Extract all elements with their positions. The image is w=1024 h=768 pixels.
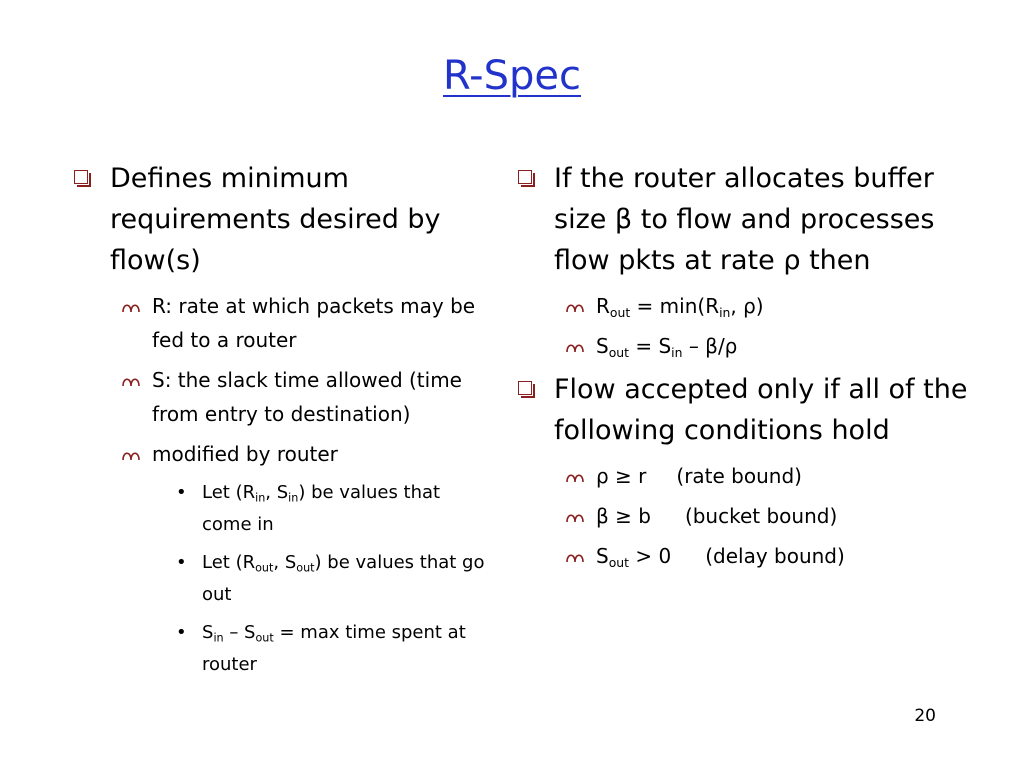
circle-arrow-bullet-icon: [122, 304, 140, 313]
circle-arrow-bullet-icon: [566, 344, 584, 353]
slide-title: R-Spec: [443, 53, 581, 99]
sub-bullet-delay-bound: Sout > 0(delay bound): [560, 539, 976, 573]
sub-bullet-text: S: the slack time allowed (time from ent…: [152, 368, 462, 426]
circle-arrow-bullet-icon: [566, 304, 584, 313]
page-number: 20: [914, 706, 936, 726]
bullet-text: Flow accepted only if all of the followi…: [554, 374, 968, 446]
bullet-text: If the router allocates buffer size β to…: [554, 163, 935, 276]
dot-bullet-icon: •: [176, 552, 187, 573]
right-column: If the router allocates buffer size β to…: [516, 158, 976, 579]
detail-bullet-max-time: • Sin – Sout = max time spent at router: [176, 617, 492, 681]
sub-bullet-text: R: rate at which packets may be fed to a…: [152, 294, 476, 352]
dot-bullet-icon: •: [176, 482, 187, 503]
sub-bullet-bucket-bound: β ≥ b(bucket bound): [560, 499, 976, 533]
bullet-text: Defines minimum requirements desired by …: [110, 163, 441, 276]
detail-bullet-values-in: • Let (Rin, Sin) be values that come in: [176, 477, 492, 541]
circle-arrow-bullet-icon: [122, 452, 140, 461]
circle-arrow-bullet-icon: [566, 514, 584, 523]
detail-bullet-values-out: • Let (Rout, Sout) be values that go out: [176, 547, 492, 611]
square-bullet-icon: [74, 170, 91, 187]
sub-bullet-rout: Rout = min(Rin, ρ): [560, 289, 976, 323]
circle-arrow-bullet-icon: [566, 474, 584, 483]
bullet-router-allocates: If the router allocates buffer size β to…: [516, 158, 976, 281]
bullet-flow-accepted: Flow accepted only if all of the followi…: [516, 369, 976, 451]
sub-bullet-slack: S: the slack time allowed (time from ent…: [116, 363, 492, 431]
sub-bullet-rate-bound: ρ ≥ r(rate bound): [560, 459, 976, 493]
square-bullet-icon: [518, 381, 535, 398]
sub-bullet-sout: Sout = Sin – β/ρ: [560, 329, 976, 363]
sub-bullet-rate: R: rate at which packets may be fed to a…: [116, 289, 492, 357]
circle-arrow-bullet-icon: [122, 378, 140, 387]
bullet-defines-requirements: Defines minimum requirements desired by …: [72, 158, 492, 281]
dot-bullet-icon: •: [176, 622, 187, 643]
sub-bullet-text: modified by router: [152, 442, 338, 466]
circle-arrow-bullet-icon: [566, 554, 584, 563]
square-bullet-icon: [518, 170, 535, 187]
sub-bullet-modified: modified by router: [116, 437, 492, 471]
left-column: Defines minimum requirements desired by …: [72, 158, 492, 687]
